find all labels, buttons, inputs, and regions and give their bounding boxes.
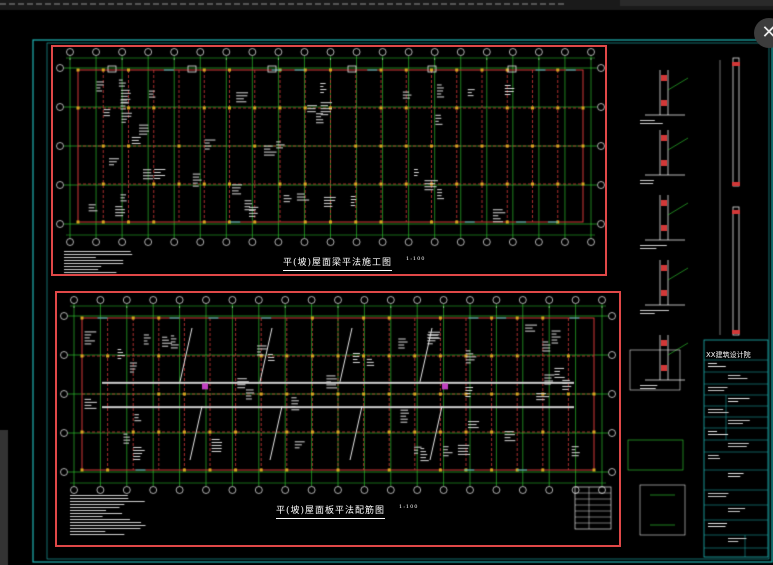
top-plan-highlight[interactable] [51,45,607,276]
close-icon[interactable]: ✕ [754,18,773,48]
title-block-header: XX建筑设计院 [706,351,751,359]
bottom-plan-title: 平(坡)屋面板平法配筋图 1:100 [276,503,417,519]
top-plan-scale: 1:100 [406,256,426,262]
bottom-plan-highlight[interactable] [55,291,621,547]
bottom-plan-scale: 1:100 [399,504,419,510]
top-plan-title: 平(坡)屋面梁平法施工图 1:100 [283,255,424,271]
